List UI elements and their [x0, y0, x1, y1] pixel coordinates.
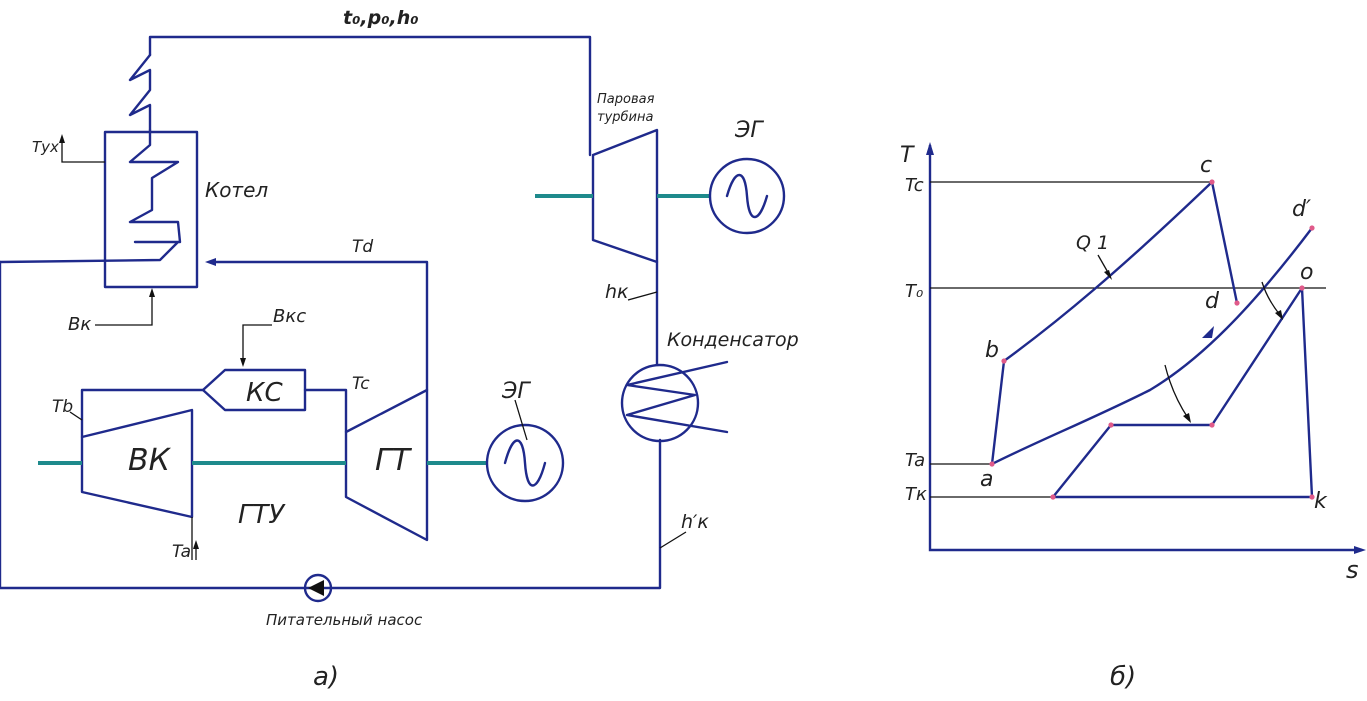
label-k: k: [1314, 489, 1328, 514]
gas-cycle-compression: [990, 359, 1006, 466]
t-d-label: Td: [352, 237, 373, 257]
point-d: [1234, 300, 1240, 306]
compressor-label: ВК: [128, 443, 172, 478]
exhaust-duct: [61, 140, 105, 163]
tick-tk: Tк: [905, 484, 927, 505]
boiler-label: Котел: [205, 178, 268, 202]
s-axis-arrow: [1354, 546, 1366, 554]
point-boil-end: [1209, 422, 1215, 428]
steam-turbine-label-2: турбина: [597, 110, 653, 125]
generator-1-label: ЭГ: [734, 118, 764, 143]
caption-a: а): [313, 662, 339, 692]
steam-cycle: [1051, 286, 1314, 499]
h-k-label: hк: [605, 281, 629, 303]
hk-leader: [627, 291, 658, 301]
label-b: b: [985, 338, 999, 363]
point-a: [989, 461, 995, 467]
combustor-fuel-arrow: [240, 358, 246, 367]
axis-t-label: T: [900, 143, 915, 168]
gas-to-boiler-arrow: [205, 258, 216, 266]
t-b-label: Tb: [52, 397, 73, 417]
b-k-label: Bк: [68, 314, 91, 335]
condenser: [620, 363, 700, 443]
b-ks-label: Bкс: [273, 306, 306, 327]
gas-cycle-expansion: [1210, 180, 1239, 305]
process-direction-arrow: [1202, 326, 1214, 338]
ta-arrow: [193, 540, 199, 549]
point-k: [1309, 494, 1315, 500]
combustor-label: КС: [246, 378, 283, 408]
compressor-inlet-line: [80, 388, 205, 439]
generator-1-wave: [725, 174, 769, 218]
t-a-label: Ta: [172, 542, 191, 562]
generator-1: [708, 157, 786, 235]
label-o: o: [1300, 260, 1313, 285]
steam-turbine-label-1: Паровая: [597, 92, 655, 107]
tick-tc: Tc: [905, 175, 924, 196]
combustor-outlet-line: [303, 388, 348, 434]
tick-ta: Ta: [905, 450, 925, 471]
tick-t0: T₀: [905, 281, 923, 302]
gas-to-boiler-line: [213, 260, 429, 392]
condenser-coil: [625, 360, 729, 434]
feedwater-line: [0, 260, 662, 590]
boiler-fuel-line: [95, 295, 153, 326]
point-o: [1299, 285, 1305, 291]
point-c: [1209, 179, 1215, 185]
steam-line: [148, 35, 592, 157]
label-d: d: [1205, 289, 1220, 314]
q1-arrow: [1104, 270, 1112, 280]
label-c: c: [1200, 153, 1212, 178]
t-s-axes: [928, 145, 1362, 552]
boiler-fuel-arrow: [149, 288, 155, 297]
point-boil-start: [1108, 422, 1114, 428]
gas-cycle-heat-addition: [1002, 180, 1214, 363]
tb-leader: [69, 411, 83, 421]
caption-b: б): [1110, 662, 1136, 692]
combustor-fuel-line: [242, 324, 272, 360]
exhaust-arrow: [59, 134, 65, 143]
label-d-prime: d′: [1292, 197, 1311, 222]
condenser-label: Конденсатор: [667, 329, 799, 351]
point-k-start: [1050, 494, 1056, 500]
hk-prime-leader: [659, 531, 687, 549]
steam-turbine: [591, 128, 659, 264]
generator-2-wave: [503, 439, 547, 487]
feed-pump-arrow: [308, 580, 324, 596]
gas-cycle-heat-rejection: [990, 226, 1314, 466]
feed-pump: [303, 573, 333, 603]
steam-params-label: t₀,p₀,h₀: [343, 7, 419, 29]
superheater-coil: [128, 53, 152, 132]
feed-pump-label: Питательный насос: [266, 611, 423, 629]
heat-transfer-arrow-2: [1164, 364, 1189, 419]
generator-2-label: ЭГ: [501, 379, 531, 404]
gtu-label: ГТУ: [238, 500, 286, 530]
point-d-prime: [1309, 225, 1315, 231]
heat-transfer-arrowhead-1: [1275, 310, 1283, 320]
gas-turbine: [344, 388, 429, 542]
generator-2: [485, 423, 565, 503]
boiler-coil: [0, 128, 182, 264]
axis-s-label: s: [1346, 556, 1359, 584]
t-exhaust-label: Tух: [32, 138, 59, 156]
point-b: [1001, 358, 1007, 364]
label-q1: Q 1: [1076, 232, 1109, 254]
generator-2-leader: [514, 399, 528, 441]
h-k-prime-label: h′к: [681, 511, 709, 533]
t-c-label: Tc: [352, 374, 370, 394]
t-axis-arrow: [926, 142, 934, 155]
gas-turbine-label: ГТ: [375, 443, 413, 478]
label-a: a: [980, 467, 993, 492]
heat-transfer-arrowhead-2: [1183, 413, 1191, 423]
